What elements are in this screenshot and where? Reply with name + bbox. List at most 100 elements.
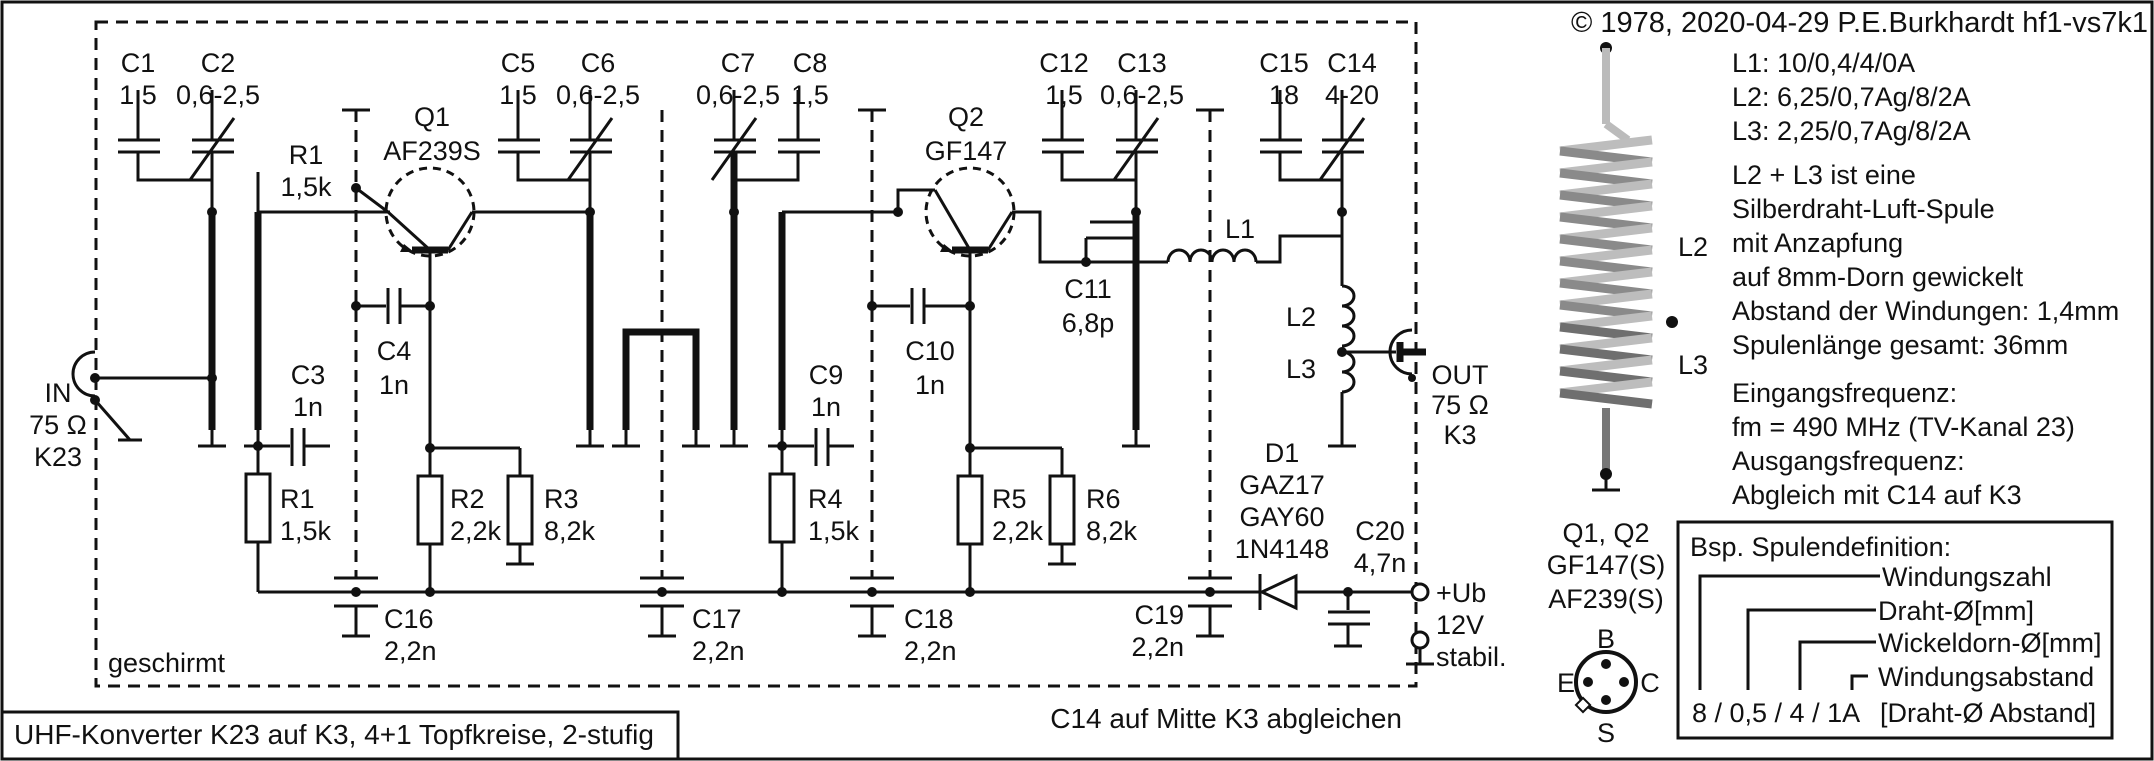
q2-value: GF147 — [925, 136, 1008, 166]
c11-name: C11 — [1064, 274, 1112, 304]
capacitor-c16 — [334, 576, 378, 638]
resistors-r5-r6 — [956, 446, 1076, 597]
c13-value: 0,6-2,5 — [1100, 80, 1184, 110]
footer-hint: C14 auf Mitte K3 abgleichen — [1050, 703, 1402, 734]
output-impedance: 75 Ω — [1431, 390, 1489, 420]
d1-type-3: 1N4148 — [1235, 534, 1330, 564]
c12-value: 1,5 — [1045, 80, 1083, 110]
c7-name: C7 — [721, 48, 756, 78]
c12-name: C12 — [1039, 48, 1089, 78]
shield-walls — [342, 108, 1224, 578]
r1b-value: 1,5k — [280, 516, 332, 546]
description-line-3: mit Anzapfung — [1732, 228, 1903, 258]
r3-value: 8,2k — [544, 516, 596, 546]
frequency-line-4: Abgleich mit C14 auf K3 — [1732, 480, 2022, 510]
pinout-diagram — [1574, 650, 1638, 714]
input-impedance: 75 Ω — [29, 410, 87, 440]
coil-drawing — [1559, 42, 1678, 492]
r2-name: R2 — [450, 484, 485, 514]
output-connector — [1388, 328, 1426, 382]
c2-value: 0,6-2,5 — [176, 80, 260, 110]
pin-c-label: C — [1640, 668, 1660, 698]
r6-name: R6 — [1086, 484, 1121, 514]
c8-name: C8 — [793, 48, 828, 78]
supply-terminals — [1406, 582, 1434, 666]
coil-spec-l2: L2: 6,25/0,7Ag/8/2A — [1732, 82, 1971, 112]
q2-name: Q2 — [948, 102, 984, 132]
supply-stabil: stabil. — [1436, 642, 1507, 672]
c17-name: C17 — [692, 604, 742, 634]
title-box — [2, 710, 680, 759]
c16-name: C16 — [384, 604, 434, 634]
resonator-1 — [118, 90, 236, 448]
transistor-q2 — [893, 166, 1086, 306]
d1-type-1: GAZ17 — [1239, 470, 1325, 500]
coil-tag-l3: L3 — [1678, 350, 1708, 380]
resonator-2 — [244, 172, 390, 592]
capacitor-c18 — [850, 576, 894, 638]
frequency-line-1: Eingangsfrequenz: — [1732, 378, 1957, 408]
coil-definition-box — [1676, 520, 2114, 740]
c5-value: 1,5 — [499, 80, 537, 110]
footer-title: UHF-Konverter K23 auf K3, 4+1 Topfkreise… — [14, 719, 654, 750]
copyright-text: © 1978, 2020-04-29 P.E.Burkhardt hf1-vs7… — [1571, 7, 2148, 39]
c3-value: 1n — [293, 392, 323, 422]
resonator-5 — [768, 210, 900, 597]
c14-value: 4-20 — [1325, 80, 1379, 110]
c1-value: 1,5 — [119, 80, 157, 110]
r5-name: R5 — [992, 484, 1027, 514]
spule-def-abstand: [Draht-Ø Abstand] — [1880, 698, 2096, 728]
supply-voltage: 12V — [1436, 610, 1484, 640]
spule-def-windungsabstand: Windungsabstand — [1878, 662, 2094, 692]
c19-name: C19 — [1134, 600, 1184, 630]
resonator-3 — [498, 90, 614, 448]
c20-value: 4,7n — [1354, 548, 1407, 578]
c15-value: 18 — [1269, 80, 1299, 110]
input-channel: K23 — [34, 442, 82, 472]
r6-value: 8,2k — [1086, 516, 1138, 546]
shield-box — [94, 20, 1418, 688]
capacitor-c11 — [1081, 220, 1136, 267]
description-line-1: L2 + L3 ist eine — [1732, 160, 1916, 190]
c6-name: C6 — [581, 48, 616, 78]
output-label: OUT — [1432, 360, 1489, 390]
c15-name: C15 — [1259, 48, 1309, 78]
shield-label: geschirmt — [108, 648, 226, 678]
transistor-types-1: Q1, Q2 — [1562, 518, 1649, 548]
r4-name: R4 — [808, 484, 843, 514]
d1-name: D1 — [1265, 438, 1300, 468]
d1-type-2: GAY60 — [1239, 502, 1324, 532]
transistor-types-2: GF147(S) — [1547, 550, 1666, 580]
c6-value: 0,6-2,5 — [556, 80, 640, 110]
spule-def-title: Bsp. Spulendefinition: — [1690, 532, 1951, 562]
c9-name: C9 — [809, 360, 844, 390]
c4-name: C4 — [377, 336, 412, 366]
frequency-line-3: Ausgangsfrequenz: — [1732, 446, 1965, 476]
pin-e-label: E — [1557, 668, 1575, 698]
resistors-r2-r3 — [416, 446, 534, 597]
pin-b-label: B — [1597, 624, 1615, 654]
r4-value: 1,5k — [808, 516, 860, 546]
coil-turn-front — [1559, 388, 1653, 409]
input-connector — [71, 350, 212, 442]
diode-d1 — [1258, 573, 1298, 611]
coupling-loop — [622, 328, 700, 430]
q1-name: Q1 — [414, 102, 450, 132]
supply-plus: +Ub — [1436, 578, 1486, 608]
l3-name: L3 — [1286, 354, 1316, 384]
c16-value: 2,2n — [384, 636, 437, 666]
c19-value: 2,2n — [1131, 632, 1184, 662]
output-channel: K3 — [1443, 420, 1476, 450]
resonator-6 — [1042, 90, 1160, 448]
l1-name: L1 — [1225, 214, 1255, 244]
c17-value: 2,2n — [692, 636, 745, 666]
r5-value: 2,2k — [992, 516, 1044, 546]
description-line-4: auf 8mm-Dorn gewickelt — [1732, 262, 2024, 292]
capacitor-c20 — [1328, 587, 1370, 648]
description-line-2: Silberdraht-Luft-Spule — [1732, 194, 1995, 224]
spule-def-windungszahl: Windungszahl — [1882, 562, 2052, 592]
c13-name: C13 — [1117, 48, 1167, 78]
capacitor-c4 — [351, 288, 435, 453]
r1a-value: 1,5k — [280, 172, 332, 202]
c7-value: 0,6-2,5 — [696, 80, 780, 110]
